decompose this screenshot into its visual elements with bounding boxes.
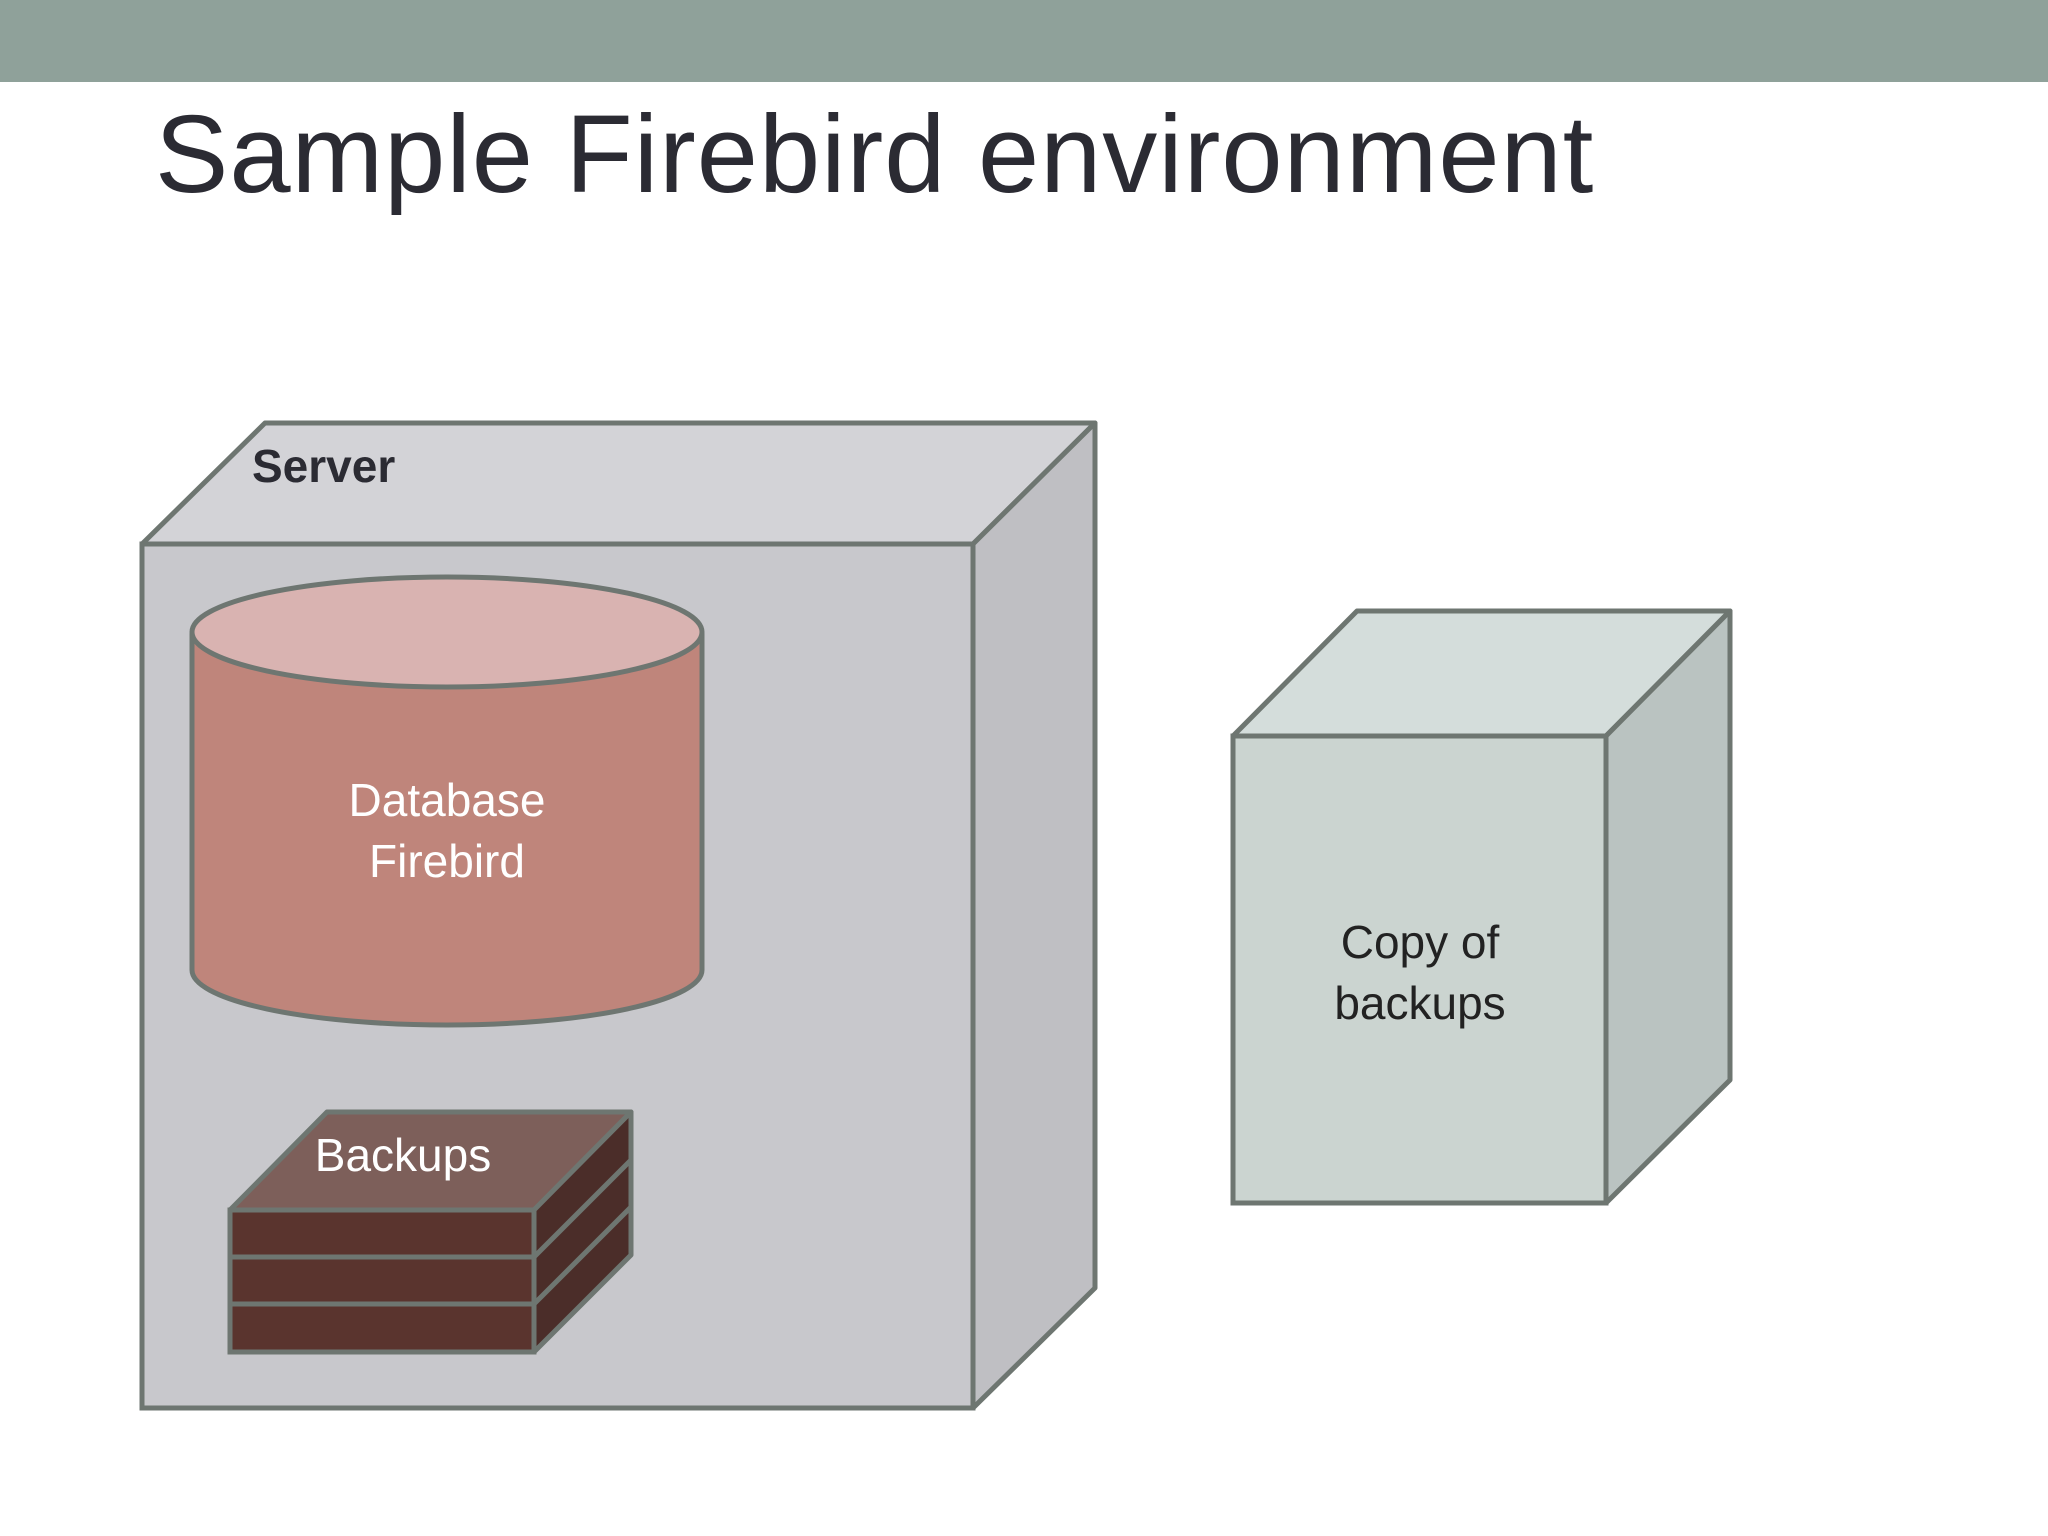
copy-cube-front-face [1230, 733, 1609, 1206]
copy-label-line2: backups [1334, 977, 1505, 1029]
backups-stack: Backups [227, 1109, 634, 1355]
backups-stack-layer [227, 1254, 537, 1307]
backups-stack-side-divider [532, 1205, 633, 1306]
top-accent-bar [0, 0, 2048, 82]
slide-title: Sample Firebird environment [155, 93, 1595, 216]
server-cube-side-face [970, 420, 1098, 1411]
database-cylinder: Database Firebird [189, 574, 705, 1028]
copy-of-backups-cube: Copy of backups [1230, 608, 1733, 1206]
server-label: Server [252, 440, 395, 492]
backups-label: Backups [315, 1129, 491, 1181]
database-cylinder-body [189, 631, 705, 1028]
database-cylinder-top [189, 574, 705, 690]
database-label-line2: Firebird [369, 835, 525, 887]
backups-stack-layer [227, 1301, 537, 1355]
backups-stack-side-divider [532, 1158, 633, 1259]
backups-stack-layer [227, 1207, 537, 1260]
database-label-line1: Database [349, 774, 546, 826]
copy-label-line1: Copy of [1341, 916, 1500, 968]
